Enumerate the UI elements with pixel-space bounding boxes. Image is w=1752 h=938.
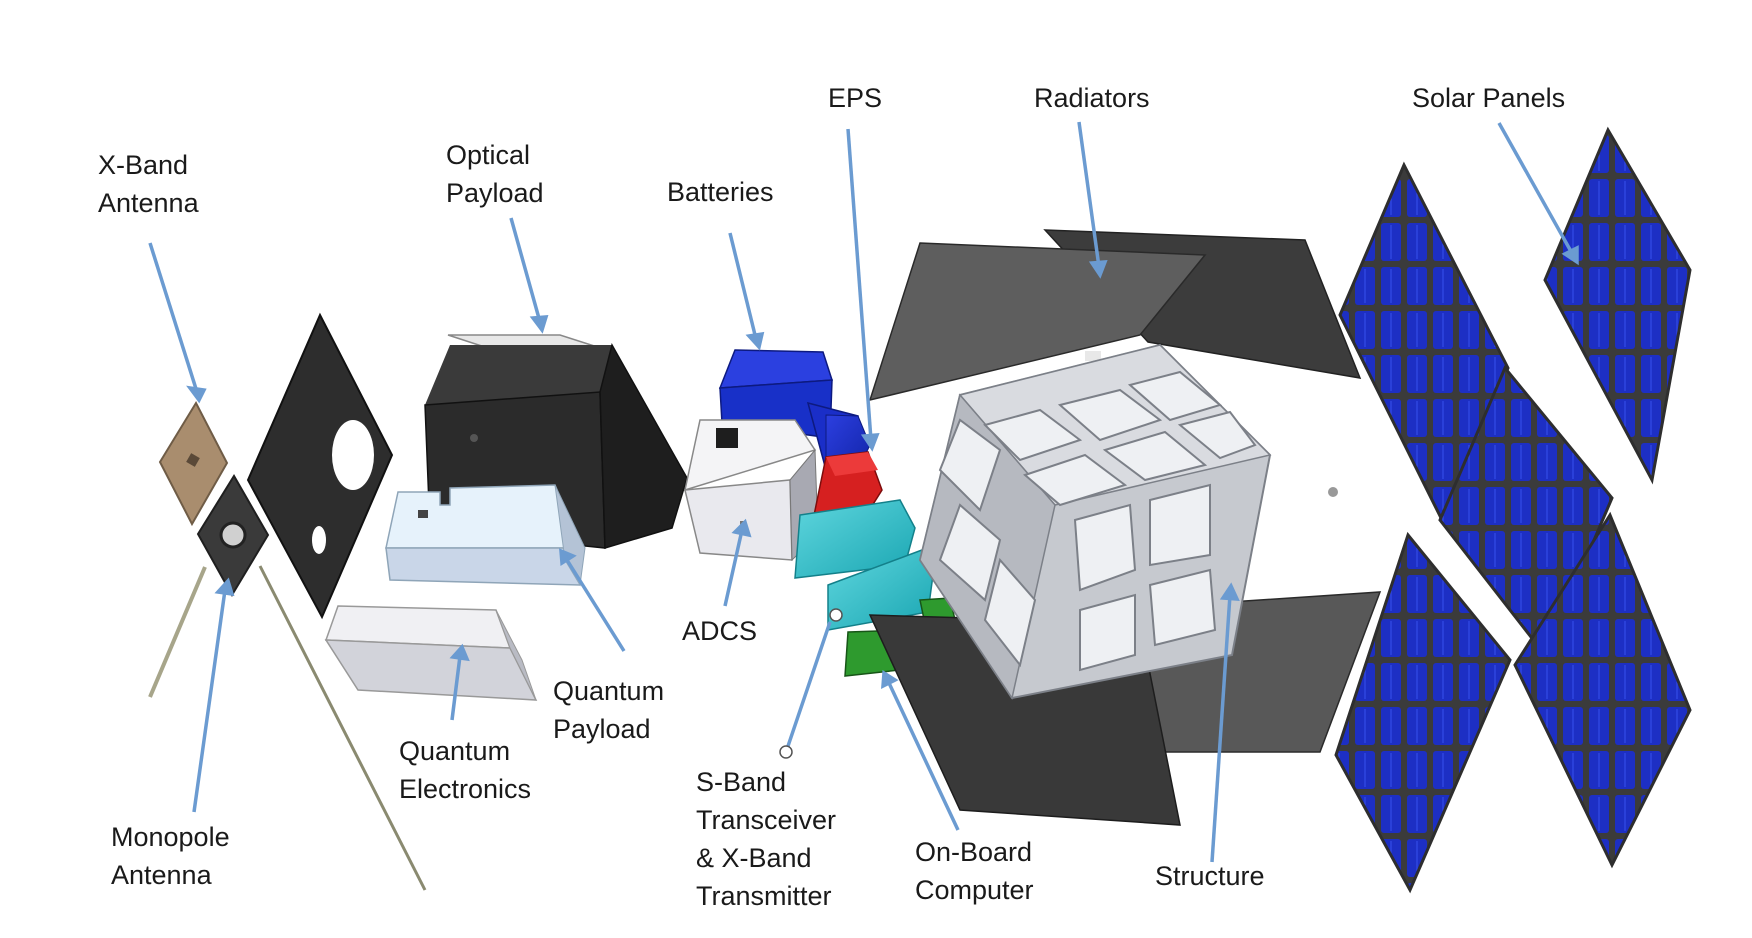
label-x-band-antenna: X-Band Antenna <box>98 146 199 222</box>
label-line: Monopole <box>111 822 230 852</box>
label-line: Transceiver <box>696 805 837 835</box>
label-line: Solar Panels <box>1412 83 1566 113</box>
label-optical-payload: Optical Payload <box>446 136 544 212</box>
label-line: Payload <box>446 178 544 208</box>
label-line: S-Band <box>696 767 787 797</box>
s-band-transceiver-part <box>794 499 934 631</box>
quantum-payload-part <box>385 484 586 587</box>
label-line: On-Board <box>915 837 1033 867</box>
label-line: Antenna <box>98 188 199 218</box>
label-quantum-payload: Quantum Payload <box>553 672 664 748</box>
label-line: Structure <box>1155 861 1265 891</box>
label-radiators: Radiators <box>1034 79 1150 117</box>
label-on-board-computer: On-Board Computer <box>915 833 1034 909</box>
monopole-antenna-board <box>196 474 270 597</box>
label-batteries: Batteries <box>667 173 774 211</box>
solar-panels-part <box>1334 126 1692 894</box>
label-line: EPS <box>828 83 883 113</box>
label-monopole-antenna: Monopole Antenna <box>111 818 230 894</box>
monopole-antenna-rods <box>148 565 427 891</box>
label-line: & X-Band <box>696 843 812 873</box>
label-line: ADCS <box>682 616 758 646</box>
label-line: Computer <box>915 875 1034 905</box>
label-line: Quantum <box>399 736 511 766</box>
label-line: X-Band <box>98 150 189 180</box>
label-line: Transmitter <box>696 881 832 911</box>
label-s-band-transceiver: S-Band Transceiver & X-Band Transmitter <box>696 763 836 915</box>
x-band-antenna-part <box>158 400 229 527</box>
adcs-part <box>683 419 819 562</box>
label-line: Quantum <box>553 676 665 706</box>
structure-part <box>918 343 1338 700</box>
label-solar-panels: Solar Panels <box>1412 79 1565 117</box>
label-line: Payload <box>553 714 651 744</box>
label-line: Electronics <box>399 774 532 804</box>
label-eps: EPS <box>828 79 882 117</box>
label-line: Radiators <box>1034 83 1150 113</box>
label-adcs: ADCS <box>682 612 757 650</box>
label-structure: Structure <box>1155 857 1265 895</box>
label-quantum-electronics: Quantum Electronics <box>399 732 531 808</box>
label-line: Batteries <box>667 177 774 207</box>
payload-mounting-plate <box>246 312 394 620</box>
leader-end-marker <box>779 745 793 759</box>
leader-lines <box>148 121 1579 863</box>
label-line: Antenna <box>111 860 212 890</box>
quantum-electronics-part <box>324 605 538 701</box>
label-line: Optical <box>446 140 531 170</box>
